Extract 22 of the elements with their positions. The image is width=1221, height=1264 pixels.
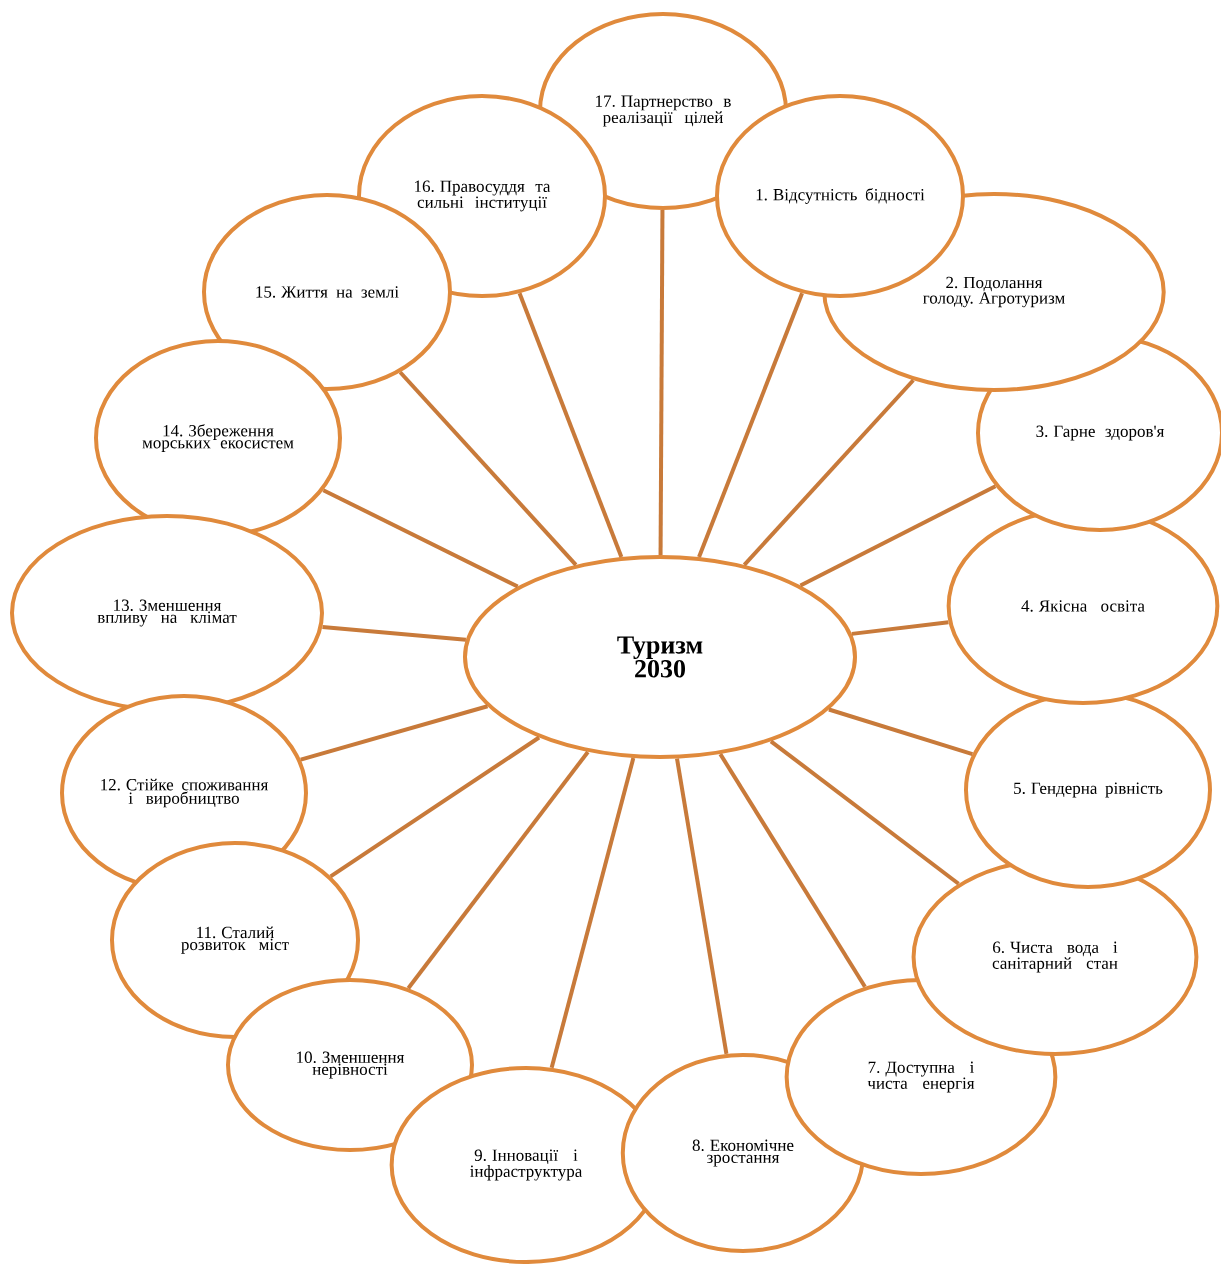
spoke-line xyxy=(851,620,949,636)
spoke-line xyxy=(742,378,915,567)
node-label: 6. Чиста вода і санітарний стан xyxy=(992,941,1118,973)
node-label: 4. Якісна освіта xyxy=(1021,600,1145,612)
spoke-line xyxy=(322,488,519,589)
spoke-line xyxy=(718,753,867,988)
spoke-line xyxy=(329,735,541,878)
spoke-line xyxy=(406,750,590,990)
spoke-line xyxy=(799,484,997,588)
spoke-line xyxy=(322,624,467,642)
spoke-line xyxy=(658,210,665,556)
spoke-line xyxy=(517,292,624,558)
node-label: 5. Гендерна рівність xyxy=(1014,782,1163,798)
node-label: 3. Гарне здоров'я xyxy=(1036,425,1165,441)
spoke-line xyxy=(300,704,489,762)
spoke-line xyxy=(549,757,636,1069)
node-label: 9. Інновації і інфраструктура xyxy=(470,1149,583,1181)
spoke-line xyxy=(398,370,578,567)
spoke-line xyxy=(697,292,804,558)
spoke-line xyxy=(828,707,974,756)
spoke-line xyxy=(769,739,960,886)
spoke-line xyxy=(675,758,729,1055)
